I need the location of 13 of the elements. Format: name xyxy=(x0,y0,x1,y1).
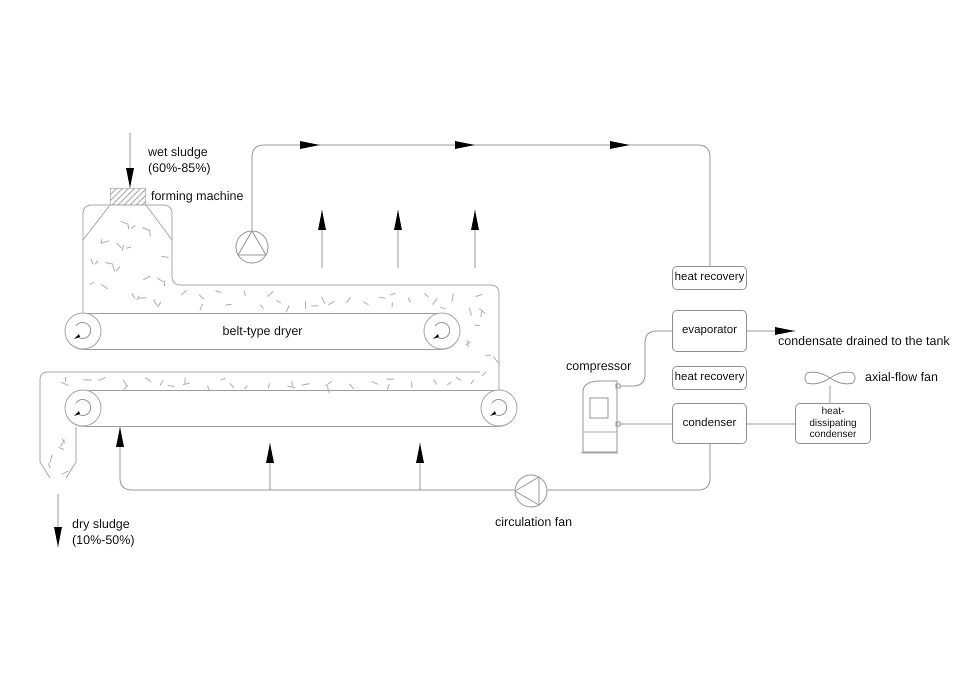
conveyor-belt xyxy=(65,390,517,427)
note-text: dry sludge (10%-50%) xyxy=(72,517,136,548)
node-label: belt-type dryer xyxy=(222,324,302,340)
node-label: circulation fan xyxy=(495,515,572,531)
process-box: heat recovery xyxy=(672,366,747,390)
node-label: compressor xyxy=(566,359,632,375)
process-box: heat-dissipating condenser xyxy=(795,403,871,444)
node-label: forming machine xyxy=(151,189,244,205)
process-box: heat recovery xyxy=(672,266,747,290)
process-box: condenser xyxy=(672,403,747,444)
process-box: evaporator xyxy=(672,310,747,352)
conveyor-belt xyxy=(65,313,460,350)
node-label: axial-flow fan xyxy=(865,370,938,386)
